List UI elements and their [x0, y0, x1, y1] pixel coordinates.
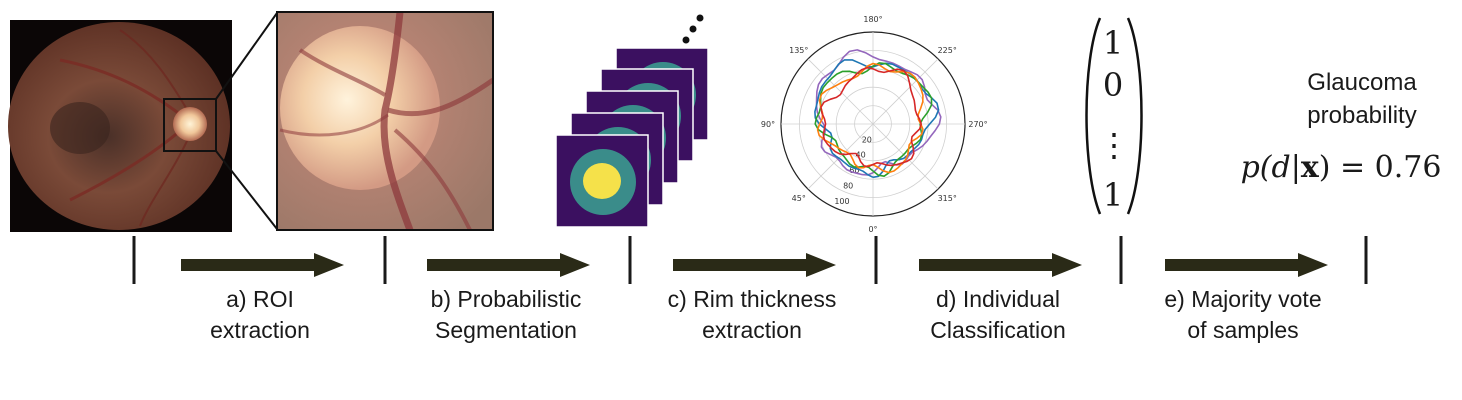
segmentation-cup: [583, 163, 621, 199]
flow-arrow: [427, 253, 590, 277]
step-b-label: b) Probabilistic Segmentation: [391, 284, 621, 346]
roi-zoom-frame: [276, 11, 494, 231]
step-e-line-1: e) Majority vote: [1164, 286, 1322, 312]
result-title: Glaucoma probability: [1262, 66, 1462, 132]
polar-angle-label: 0°: [868, 225, 877, 234]
step-e-label: e) Majority vote of samples: [1128, 284, 1358, 346]
step-b-line-2: Segmentation: [435, 317, 577, 343]
polar-radial-label: 20: [862, 135, 872, 144]
segmentation-sample-stack: [555, 47, 709, 228]
polar-series-curve: [820, 66, 923, 168]
polar-angle-label: 225°: [938, 46, 957, 55]
polar-series-curve: [816, 62, 924, 174]
rim-thickness-polar-plot: 180° 225° 270° 315° 0° 45° 90° 135° 20 40 60 80 100: [761, 15, 988, 234]
polar-radial-label: 40: [855, 151, 865, 160]
polar-grid-spoke: [807, 123, 874, 190]
flow-arrow: [919, 253, 1082, 277]
polar-series-curve: [815, 49, 942, 176]
step-c-line-1: c) Rim thickness: [667, 286, 837, 312]
polar-radial-label: 60: [849, 166, 859, 175]
step-c-label: c) Rim thickness extraction: [637, 284, 867, 346]
step-a-label: a) ROI extraction: [145, 284, 375, 346]
vector-entry-last: 1: [1102, 176, 1124, 214]
vector-entry-ellipsis: ⋮: [1098, 126, 1130, 164]
roi-zoom-image: [277, 12, 493, 230]
step-a-line-1: a) ROI: [226, 286, 294, 312]
polar-angle-label: 135°: [789, 46, 808, 55]
vector-entry-2: 0: [1102, 66, 1124, 104]
fundus-image: [8, 12, 278, 232]
probability-formula: p(d|x) = 0.76: [1226, 150, 1456, 185]
step-c-line-2: extraction: [702, 317, 802, 343]
step-b-line-1: b) Probabilistic: [430, 286, 582, 312]
step-d-label: d) Individual Classification: [883, 284, 1113, 346]
polar-radial-label: 100: [834, 197, 849, 206]
formula-rhs: ) = 0.76: [1318, 150, 1442, 185]
result-title-line-1: Glaucoma: [1307, 69, 1417, 96]
formula-variable: x: [1300, 150, 1319, 185]
step-d-line-1: d) Individual: [935, 286, 1061, 312]
polar-grid-spoke: [807, 58, 874, 125]
step-d-line-2: Classification: [930, 317, 1066, 343]
polar-angle-label: 45°: [792, 194, 806, 203]
vector-entry-1: 1: [1102, 24, 1124, 62]
pipeline-flow: [132, 236, 1368, 284]
polar-radial-label: 80: [843, 181, 853, 190]
polar-angle-label: 180°: [863, 15, 882, 24]
step-a-line-2: extraction: [210, 317, 310, 343]
flow-arrow: [1165, 253, 1328, 277]
polar-angle-label: 270°: [968, 120, 987, 129]
step-e-line-2: of samples: [1187, 317, 1299, 343]
result-title-line-2: probability: [1307, 102, 1417, 129]
polar-angle-label: 90°: [761, 120, 775, 129]
flow-arrow: [181, 253, 344, 277]
formula-lhs: p(d|: [1240, 150, 1301, 185]
polar-series-curve: [814, 62, 933, 177]
classification-vector-brackets: [1085, 17, 1143, 215]
polar-angle-label: 315°: [938, 194, 957, 203]
flow-arrow: [673, 253, 836, 277]
more-samples-dots: [682, 14, 704, 44]
polar-grid-spoke: [872, 58, 939, 125]
